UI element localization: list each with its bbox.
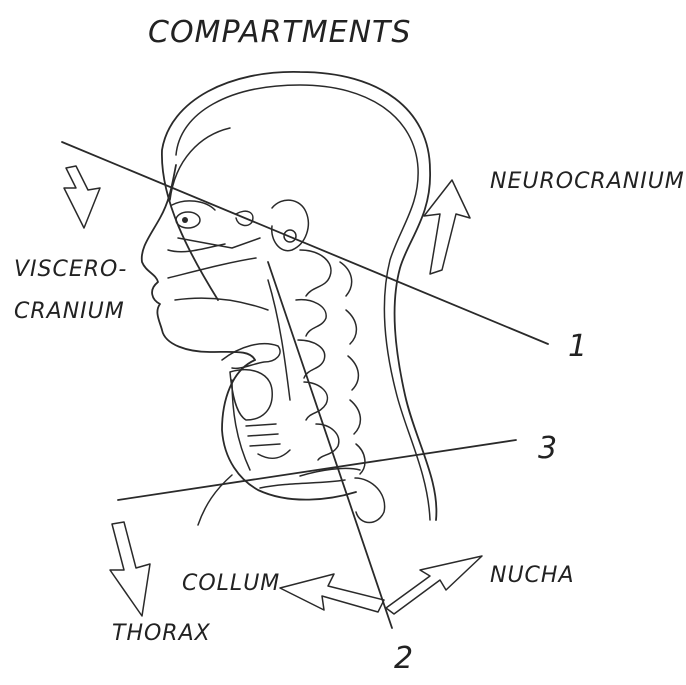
neurocranium-arrow-icon [424,180,470,274]
nucha-arrow-icon [386,556,482,614]
dividing-line-2 [268,262,392,628]
larynx [222,344,290,470]
dividing-line-3 [118,440,516,500]
viscerocranium-label-line2: CRANIUM [14,299,125,324]
line-2-label: 2 [394,641,414,676]
viscerocranium-label-line1: VISCERO- [14,257,127,282]
arrows [64,166,482,616]
head-outline [162,72,437,520]
diagram-title: COMPARTMENTS [148,15,411,50]
nucha-label: NUCHA [490,563,575,588]
dividing-lines [62,142,548,628]
line-3-label: 3 [538,431,558,466]
neck-outline [198,280,360,525]
thorax-arrow-icon [110,522,150,616]
collum-arrow-icon [280,574,384,612]
neurocranium-label: NEUROCRANIUM [490,169,685,194]
dividing-line-1 [62,142,548,344]
collum-label: COLLUM [182,571,280,596]
thorax-label: THORAX [112,621,211,646]
viscerocranium-arrow-icon [64,166,100,228]
line-1-label: 1 [568,329,588,364]
